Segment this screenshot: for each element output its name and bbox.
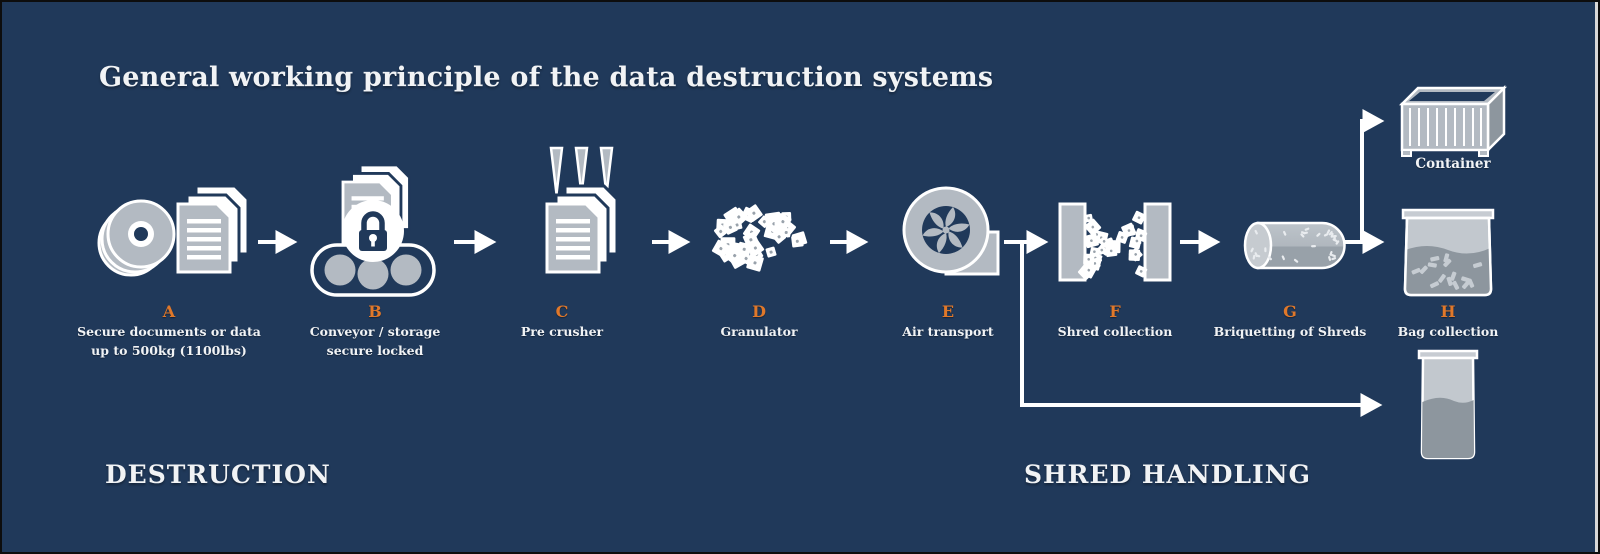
discs-icon xyxy=(97,199,176,277)
stage-caption: Air transport xyxy=(902,324,994,339)
bag-icon xyxy=(1401,208,1495,297)
stage-label-d: D Granulator xyxy=(644,302,874,340)
briquette-icon xyxy=(1243,221,1346,270)
air-blower-icon xyxy=(902,186,1000,276)
stage-label-b: B Conveyor / storage secure locked xyxy=(260,302,490,359)
documents-icon xyxy=(176,184,250,274)
right-edge-strip xyxy=(1595,2,1598,552)
stage-caption: Briquetting of Shreds xyxy=(1213,324,1367,339)
stage-letter: E xyxy=(941,302,955,321)
stage-label-e: E Air transport xyxy=(833,302,1063,340)
blade-icon xyxy=(599,146,614,195)
stage-caption: Granulator xyxy=(720,324,798,339)
conveyor-lock-icon xyxy=(310,163,436,297)
granulator-shreds-icon xyxy=(711,204,808,272)
stage-label-a: A Secure documents or data up to 500kg (… xyxy=(54,302,284,359)
stage-letter: D xyxy=(752,302,766,321)
stage-letter: H xyxy=(1440,302,1456,321)
stage-letter: G xyxy=(1283,302,1297,321)
stage-caption: Pre crusher xyxy=(520,324,604,339)
stage-label-f: F Shred collection xyxy=(1000,302,1230,340)
stage-letter: C xyxy=(555,302,569,321)
stage-label-g: G Briquetting of Shreds xyxy=(1175,302,1405,340)
stage-caption: Bag collection xyxy=(1397,324,1499,339)
stage-caption: Secure documents or data up to 500kg (11… xyxy=(77,324,261,358)
container-icon xyxy=(1398,84,1508,157)
stage-letter: B xyxy=(368,302,382,321)
stage-letter: F xyxy=(1109,302,1121,321)
shred-collection-icon xyxy=(1058,202,1172,282)
flow-lines xyxy=(258,109,1385,417)
section-shred-handling: SHRED HANDLING xyxy=(1024,460,1311,489)
pre-crusher-icon xyxy=(545,146,619,274)
page-title: General working principle of the data de… xyxy=(99,62,994,93)
blade-icon xyxy=(549,146,564,195)
fan-icon xyxy=(922,207,970,253)
section-destruction: DESTRUCTION xyxy=(105,460,331,489)
stage-caption: Shred collection xyxy=(1057,324,1173,339)
flow-arrow-up-branch xyxy=(1360,109,1385,244)
stage-caption: Conveyor / storage secure locked xyxy=(309,324,441,358)
blade-icon xyxy=(574,146,589,195)
stage-letter: A xyxy=(162,302,176,321)
container-label: Container xyxy=(1415,156,1491,172)
tall-bag-icon xyxy=(1417,349,1479,460)
stage-label-c: C Pre crusher xyxy=(447,302,677,340)
flow-arrow-bypass xyxy=(1020,242,1383,417)
stage-label-h: H Bag collection xyxy=(1333,302,1563,340)
